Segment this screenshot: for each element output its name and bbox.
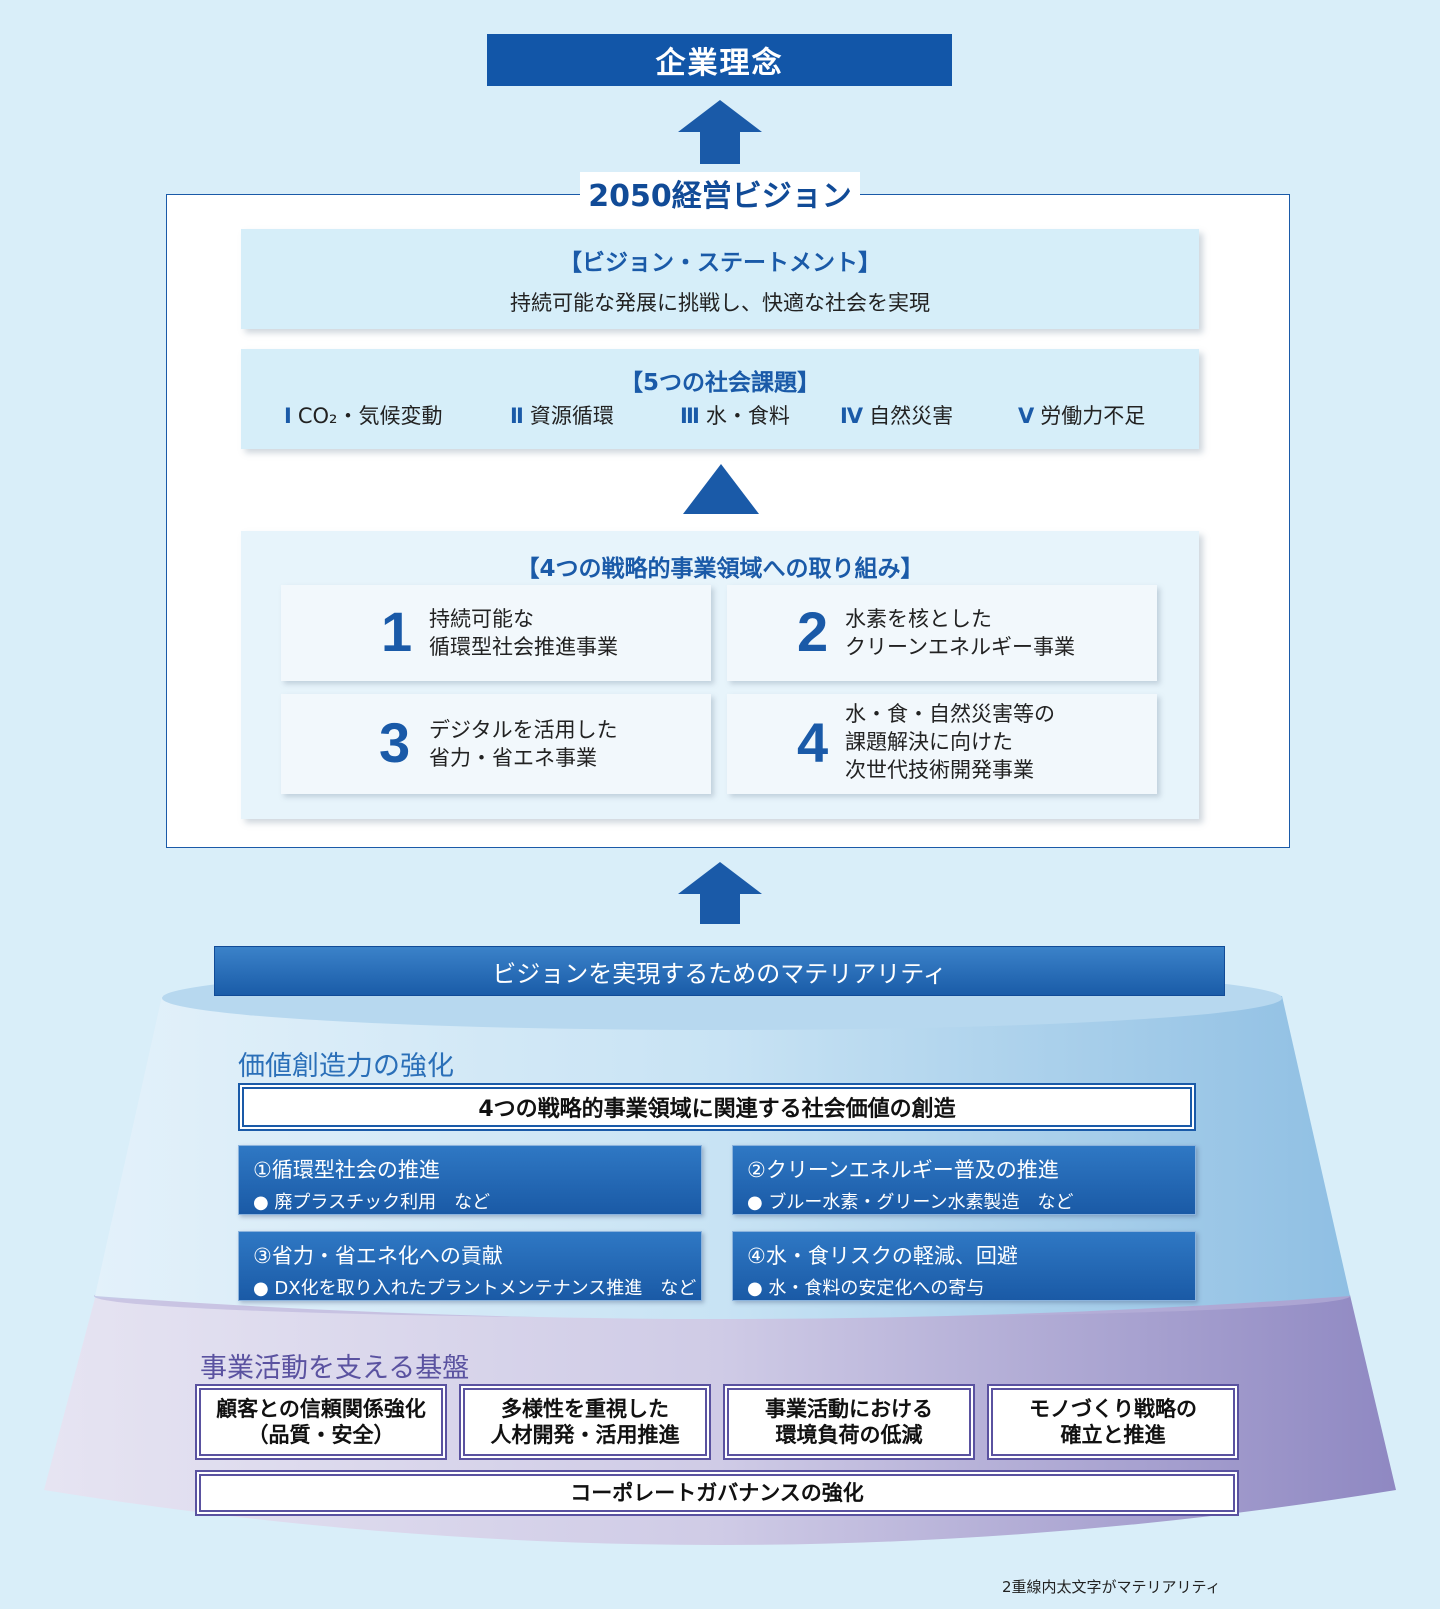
value-item: ③省力・省エネ化への貢献 ● DX化を取り入れたプラントメンテナンス推進 など	[238, 1231, 702, 1301]
foundation-item-line: 事業活動における	[765, 1397, 933, 1421]
strategy-line: 水素を核とした	[845, 607, 992, 631]
foundation-item: モノづくり戦略の確立と推進	[987, 1384, 1239, 1460]
value-item-title: ②クリーンエネルギー普及の推進	[747, 1158, 1059, 1182]
social-issues-panel: 【5つの社会課題】	[241, 349, 1199, 449]
strategy-number: 3	[379, 711, 411, 774]
legend-note: 2重線内太文字がマテリアリティ	[1002, 1578, 1221, 1596]
foundation-item-line: モノづくり戦略の	[1029, 1397, 1197, 1421]
value-item: ④水・食リスクの軽減、回避 ● 水・食料の安定化への寄与	[732, 1231, 1196, 1301]
issue-number: Ⅲ	[680, 404, 700, 428]
governance-box: コーポレートガバナンスの強化	[195, 1470, 1239, 1516]
strategy-number: 4	[797, 711, 829, 774]
strategy-card: 3 デジタルを活用した 省力・省エネ事業	[281, 694, 711, 794]
materiality-title: ビジョンを実現するためのマテリアリティ	[492, 959, 947, 988]
strategy-line: 水・食・自然災害等の	[845, 702, 1055, 726]
issue-label: 水・食料	[705, 404, 790, 428]
strategy-card: 4 水・食・自然災害等の 課題解決に向けた 次世代技術開発事業	[727, 694, 1157, 794]
value-item-sub: ● DX化を取り入れたプラントメンテナンス推進 など	[253, 1278, 697, 1299]
issue-number: Ⅳ	[840, 404, 864, 428]
strategy-card: 1 持続可能な 循環型社会推進事業	[281, 585, 711, 681]
value-item: ②クリーンエネルギー普及の推進 ● ブルー水素・グリーン水素製造 など	[732, 1145, 1196, 1215]
strategy-heading: 【4つの戦略的事業領域への取り組み】	[516, 556, 924, 582]
value-creation-label: 価値創造力の強化	[238, 1051, 454, 1082]
corporate-philosophy-label: 企業理念	[655, 46, 784, 81]
strategy-line: 省力・省エネ事業	[429, 746, 597, 770]
foundation-item: 事業活動における環境負荷の低減	[723, 1384, 975, 1460]
strategy-line: 持続可能な	[429, 607, 534, 631]
issue-label: 自然災害	[869, 404, 954, 428]
vision-statement-heading: 【ビジョン・ステートメント】	[559, 250, 881, 276]
strategy-line: クリーンエネルギー事業	[845, 635, 1075, 659]
vision-title: 2050経営ビジョン	[580, 172, 860, 214]
issue-number: Ⅴ	[1018, 404, 1035, 428]
foundation-item-line: 確立と推進	[1060, 1423, 1166, 1447]
foundation-item: 多様性を重視した人材開発・活用推進	[459, 1384, 711, 1460]
foundation-item-line: 環境負荷の低減	[775, 1423, 923, 1447]
foundation-item-line: 多様性を重視した	[501, 1397, 669, 1421]
strategy-number: 1	[381, 600, 413, 663]
issue-label: CO₂・気候変動	[297, 404, 443, 428]
value-item-sub: ● 水・食料の安定化への寄与	[747, 1278, 985, 1299]
value-item-title: ④水・食リスクの軽減、回避	[747, 1244, 1018, 1268]
corporate-philosophy-box: 企業理念	[487, 34, 952, 86]
value-item: ①循環型社会の推進 ● 廃プラスチック利用 など	[238, 1145, 702, 1215]
social-issues-heading: 【5つの社会課題】	[619, 370, 820, 396]
vision-statement-panel: 【ビジョン・ステートメント】 持続可能な発展に挑戦し、快適な社会を実現	[241, 229, 1199, 329]
arrow-up-icon	[678, 100, 762, 164]
value-creation-main-box: 4つの戦略的事業領域に関連する社会価値の創造	[238, 1083, 1196, 1131]
foundation-item-line: 人材開発・活用推進	[490, 1423, 680, 1447]
vision-statement-text: 持続可能な発展に挑戦し、快適な社会を実現	[510, 291, 930, 315]
strategy-line: 課題解決に向けた	[845, 730, 1013, 754]
governance-text: コーポレートガバナンスの強化	[570, 1481, 864, 1505]
issue-number: Ⅱ	[510, 404, 524, 428]
issue-label: 労働力不足	[1040, 404, 1146, 428]
foundation-item-line: 顧客との信頼関係強化	[216, 1397, 426, 1421]
value-item-title: ③省力・省エネ化への貢献	[253, 1244, 503, 1268]
value-item-sub: ● ブルー水素・グリーン水素製造 など	[747, 1192, 1074, 1213]
strategy-line: 次世代技術開発事業	[845, 758, 1034, 782]
strategy-panel: 【4つの戦略的事業領域への取り組み】 1 持続可能な 循環型社会推進事業 2 水…	[241, 531, 1199, 819]
triangle-up-icon	[683, 464, 759, 518]
strategy-card: 2 水素を核とした クリーンエネルギー事業	[727, 585, 1157, 681]
foundation-item: 顧客との信頼関係強化（品質・安全）	[195, 1384, 447, 1460]
issue-label: 資源循環	[529, 404, 614, 428]
arrow-up-icon	[678, 862, 762, 924]
strategy-number: 2	[797, 600, 829, 663]
foundation-item-line: （品質・安全）	[247, 1423, 395, 1447]
value-creation-main-text: 4つの戦略的事業領域に関連する社会価値の創造	[478, 1097, 956, 1122]
foundation-label: 事業活動を支える基盤	[200, 1353, 470, 1384]
strategy-line: 循環型社会推進事業	[429, 635, 618, 659]
value-item-title: ①循環型社会の推進	[253, 1158, 440, 1182]
value-item-sub: ● 廃プラスチック利用 など	[253, 1192, 491, 1213]
issue-number: Ⅰ	[284, 404, 292, 428]
materiality-title-bar: ビジョンを実現するためのマテリアリティ	[214, 946, 1225, 996]
strategy-line: デジタルを活用した	[429, 718, 618, 742]
